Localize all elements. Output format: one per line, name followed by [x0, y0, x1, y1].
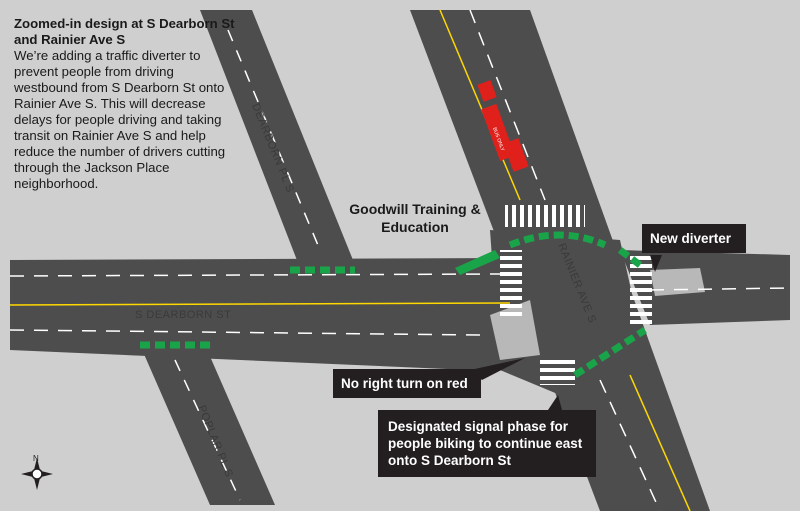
callout-new-diverter: New diverter [642, 224, 746, 253]
pointer-signal-phase [548, 395, 562, 410]
bike-crossings [140, 231, 647, 378]
bus-lane [477, 80, 529, 172]
bike-lane-green [455, 250, 500, 275]
pointer-new-diverter [650, 255, 662, 272]
dearborn-east-road [620, 250, 790, 325]
callout-no-right-turn: No right turn on red [333, 369, 481, 398]
dearborn-pl-road [200, 10, 355, 268]
description-body: We’re adding a traffic diverter to preve… [14, 48, 226, 191]
compass-icon [21, 458, 53, 490]
compass-north-label: N [33, 454, 39, 463]
callout-signal-phase: Designated signal phase for people bikin… [378, 410, 596, 477]
crosswalks [500, 205, 652, 385]
lane-markings [9, 9, 791, 511]
description: Zoomed-in design at S Dearborn St and Ra… [14, 16, 236, 192]
description-title: Zoomed-in design at S Dearborn St and Ra… [14, 16, 235, 47]
street-label-s-dearborn: S DEARBORN ST [135, 309, 231, 321]
pointer-no-right-turn [470, 358, 525, 380]
diverter-island [650, 268, 705, 296]
poplar-road [140, 345, 275, 505]
goodwill-label: Goodwill Training & Education [349, 201, 481, 235]
